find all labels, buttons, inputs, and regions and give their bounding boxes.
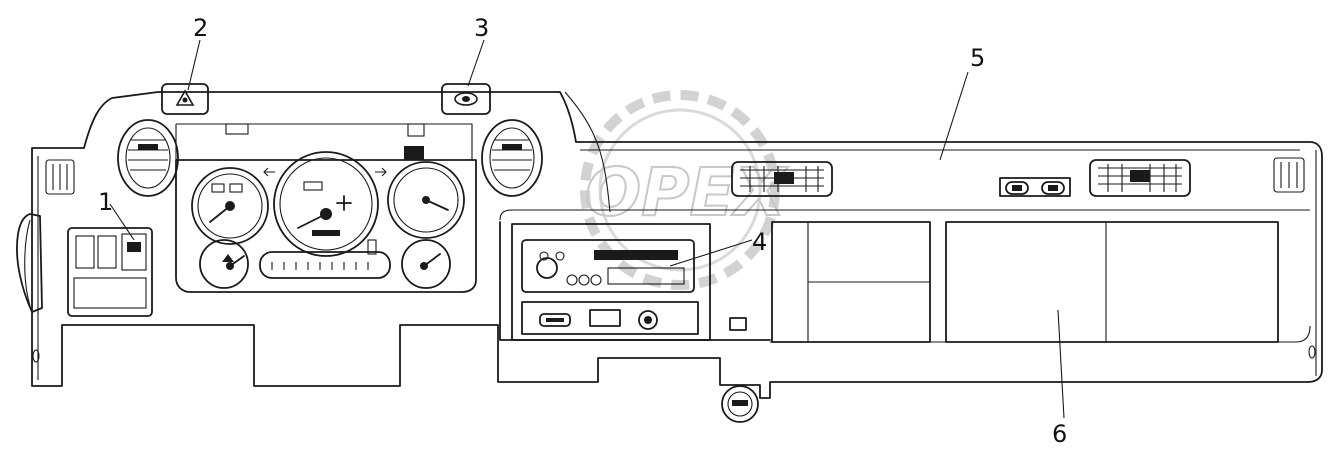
small-dash-button bbox=[729, 317, 747, 331]
dashboard-outline bbox=[31, 91, 1323, 399]
watermark-gear bbox=[580, 90, 780, 290]
right-small-vent bbox=[1273, 157, 1305, 193]
fuel-temp-gauge bbox=[387, 161, 465, 239]
switch-panel bbox=[67, 227, 153, 317]
left-marker bbox=[32, 349, 40, 363]
speedometer-gauge bbox=[273, 151, 379, 257]
right-marker bbox=[1308, 345, 1316, 359]
leader-lines bbox=[109, 39, 1065, 419]
glove-box-panels bbox=[771, 221, 1279, 343]
left-side-mirror bbox=[16, 213, 43, 313]
left-round-vent bbox=[117, 119, 179, 197]
center-right-vent bbox=[1089, 159, 1191, 197]
radio-cassette-unit bbox=[511, 223, 711, 341]
cigarette-lighter bbox=[721, 385, 759, 423]
left-small-vent bbox=[45, 159, 75, 195]
hazard-switch bbox=[161, 83, 209, 115]
watermark-text: OPEX bbox=[585, 154, 789, 231]
callout-2: 2 bbox=[193, 14, 208, 42]
callout-5: 5 bbox=[970, 44, 985, 72]
tachometer-gauge bbox=[191, 167, 269, 245]
right-round-vent bbox=[481, 119, 543, 197]
watermark-ring bbox=[598, 108, 762, 272]
vent-control-switches bbox=[999, 177, 1071, 197]
instrument-cluster bbox=[175, 123, 477, 293]
callout-4: 4 bbox=[752, 228, 767, 256]
oil-pressure-gauge bbox=[199, 239, 249, 289]
warning-lamp-strip bbox=[259, 239, 391, 279]
watermark: OPEX bbox=[580, 90, 790, 290]
callout-3: 3 bbox=[474, 14, 489, 42]
callout-6: 6 bbox=[1052, 420, 1067, 448]
voltmeter-gauge bbox=[401, 239, 451, 289]
callout-1: 1 bbox=[98, 188, 113, 216]
rear-fog-switch bbox=[441, 83, 491, 115]
center-left-vent bbox=[731, 161, 833, 197]
